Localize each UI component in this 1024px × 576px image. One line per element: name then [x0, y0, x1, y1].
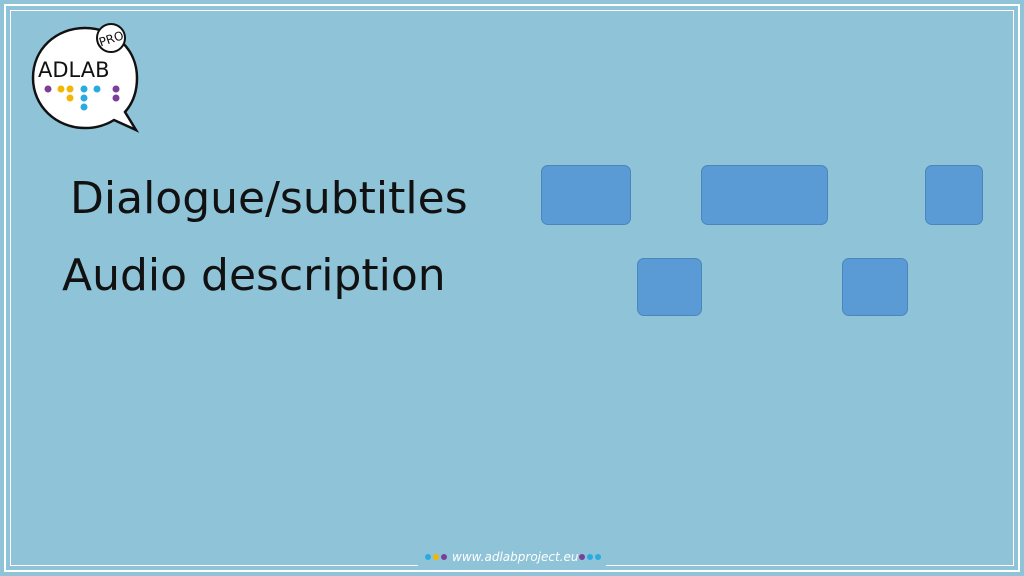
- dialogue-subtitles-label: Dialogue/subtitles: [70, 173, 468, 224]
- dialogue-block: [701, 165, 828, 225]
- brand-text: ADLAB: [38, 58, 110, 82]
- braille-dots-icon: [44, 85, 120, 111]
- dialogue-block: [541, 165, 631, 225]
- slide-frame-outer: [4, 4, 1020, 572]
- footer-dots-right-icon: [579, 554, 601, 560]
- website-link[interactable]: www.adlabproject.eu: [452, 550, 579, 564]
- adlab-pro-logo: PRO ADLAB: [31, 23, 140, 133]
- speech-bubble-icon: [31, 26, 140, 133]
- audio-description-label: Audio description: [62, 250, 446, 301]
- dialogue-block: [925, 165, 983, 225]
- pro-badge-icon: [96, 23, 126, 53]
- audio-description-block: [842, 258, 908, 316]
- footer-dots-left-icon: [425, 554, 447, 560]
- audio-description-block: [637, 258, 702, 316]
- footer: www.adlabproject.eu: [418, 544, 606, 570]
